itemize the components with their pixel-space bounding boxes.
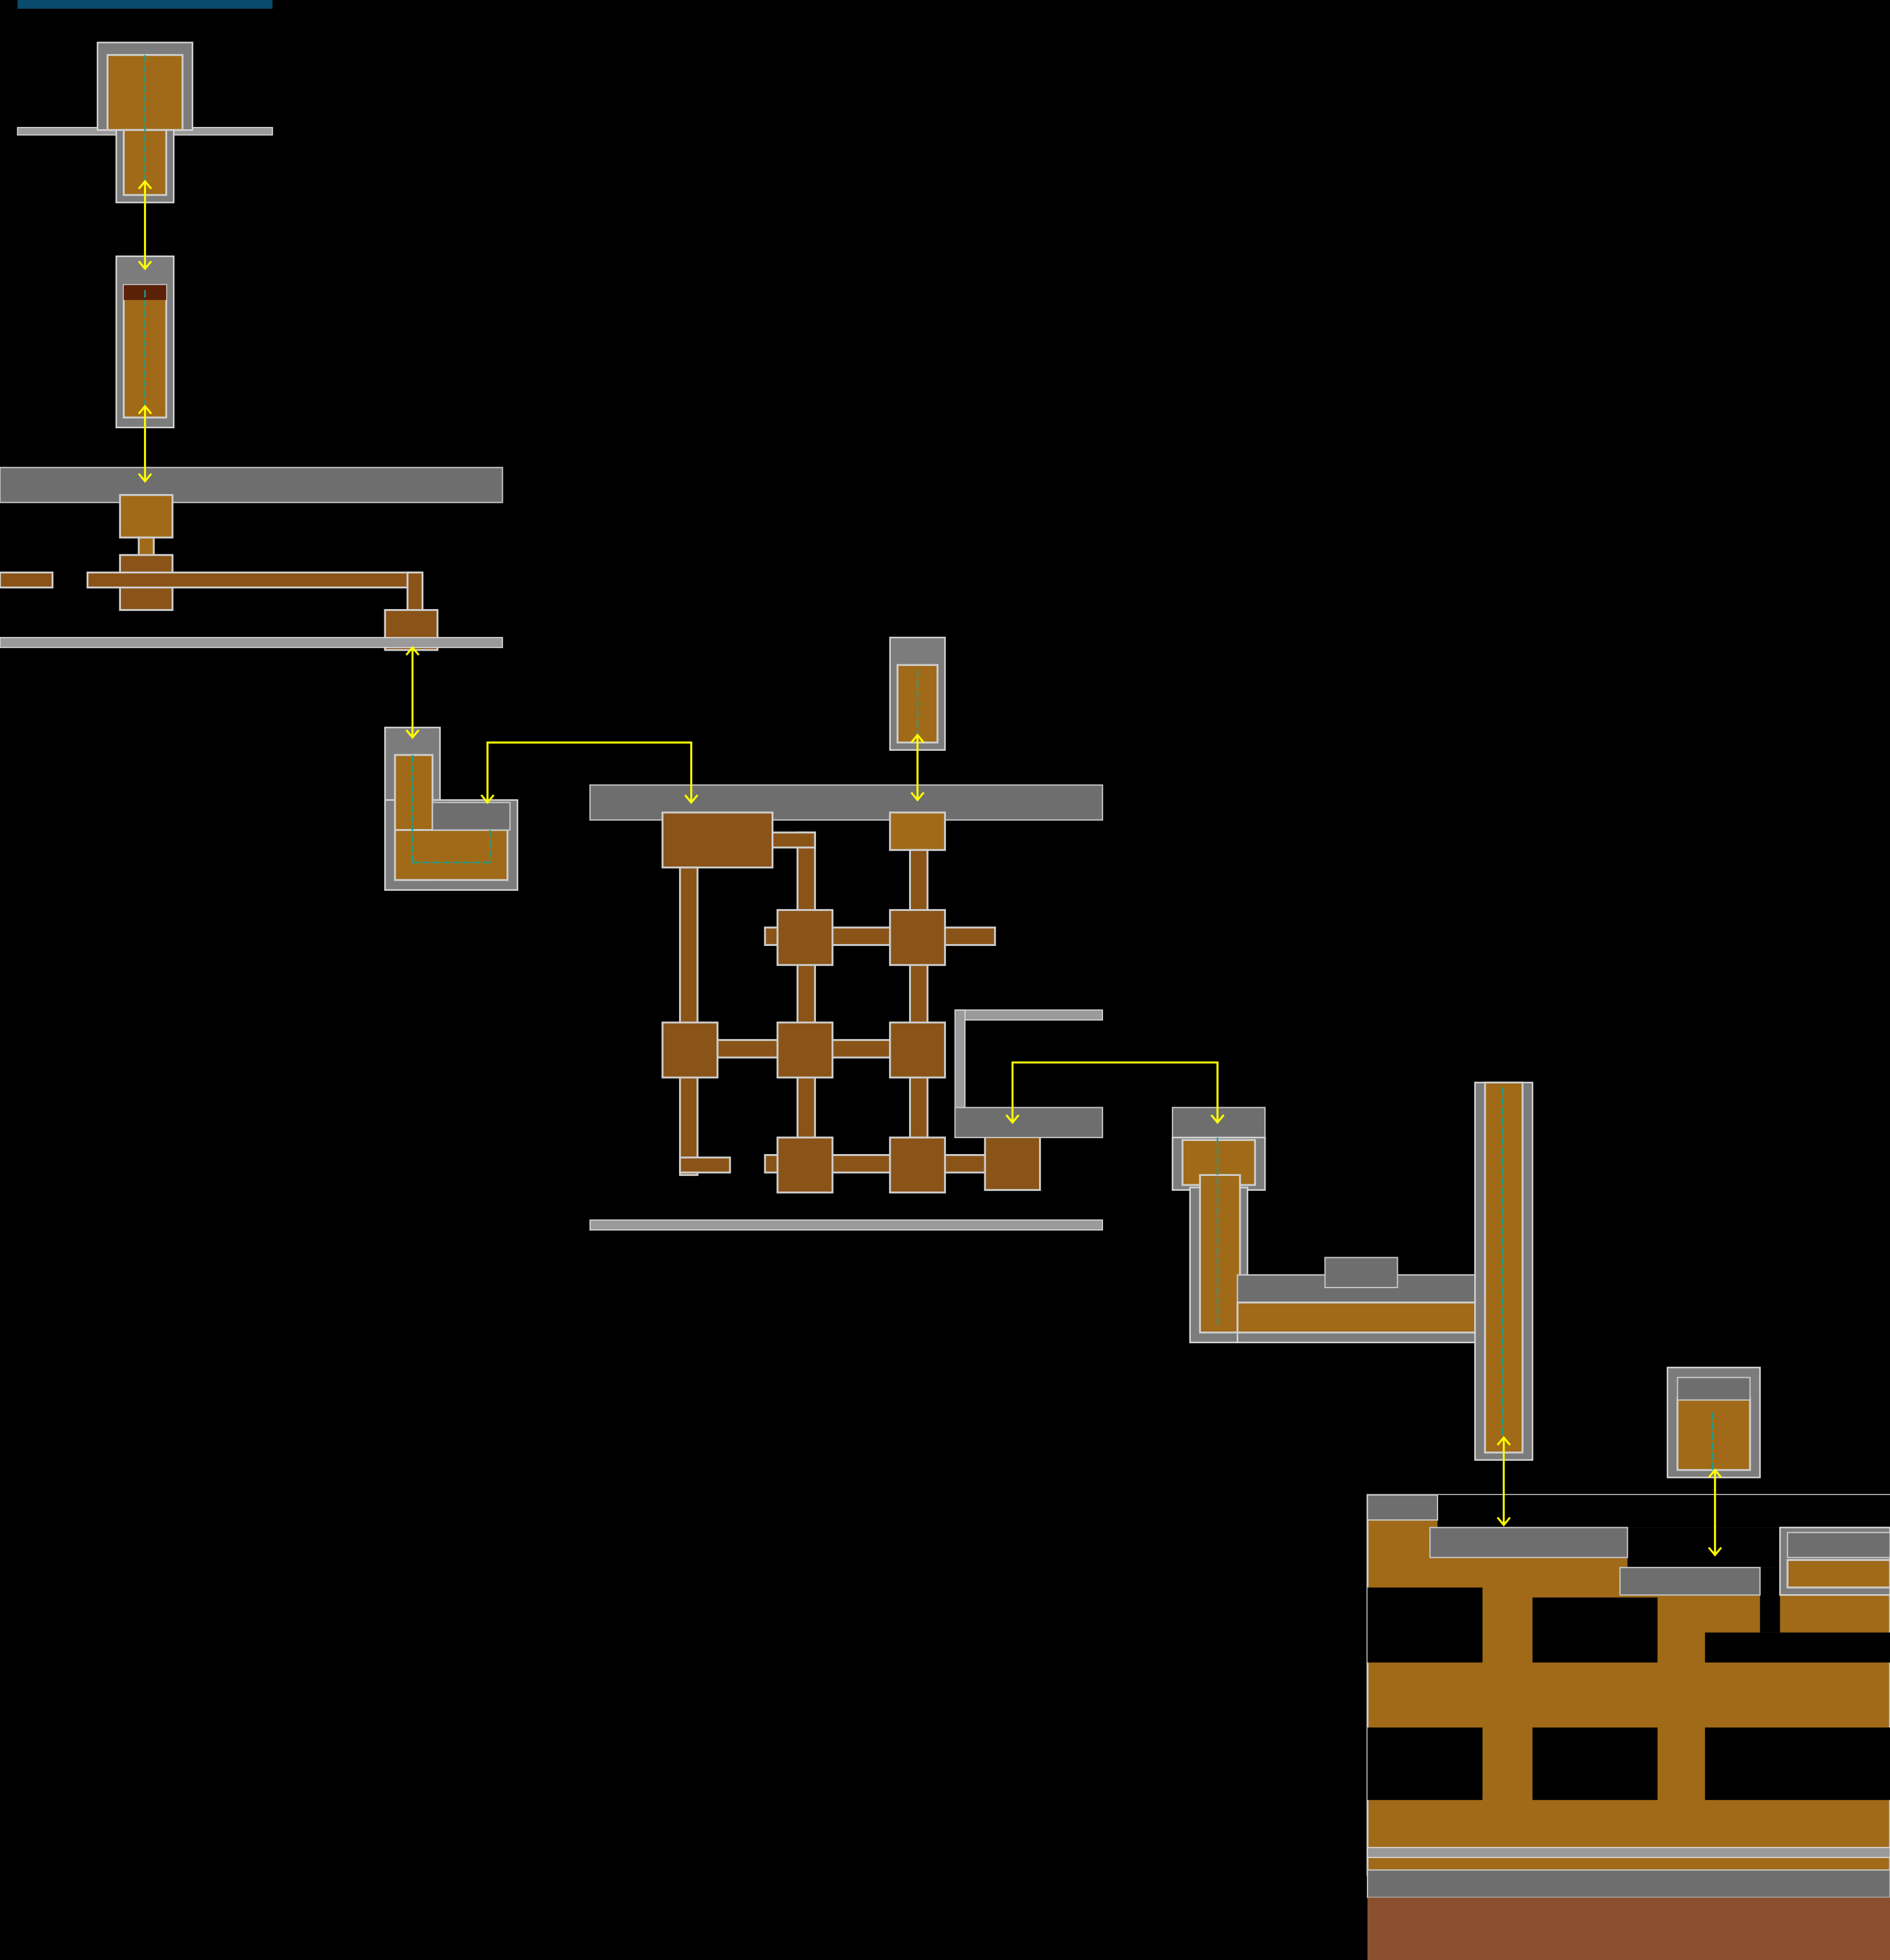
junction-room xyxy=(776,909,834,966)
void xyxy=(1367,1727,1483,1800)
arrowhead-icon xyxy=(1708,1468,1722,1478)
catwalk xyxy=(909,849,929,1176)
junction-room xyxy=(776,1136,834,1194)
void xyxy=(1760,1567,1780,1633)
void xyxy=(1705,1632,1890,1663)
side-room-wall xyxy=(1787,1532,1890,1559)
arrowhead-icon xyxy=(405,729,420,740)
wall-band xyxy=(1619,1567,1761,1596)
wall-band xyxy=(1366,1494,1439,1521)
arrowhead-icon xyxy=(910,733,925,744)
wall-band xyxy=(0,467,503,503)
arrowhead-icon xyxy=(405,646,420,656)
arrowhead-icon xyxy=(1496,1436,1511,1446)
wall-band xyxy=(1172,1107,1266,1141)
arrowhead-icon xyxy=(910,792,925,802)
catwalk-drop xyxy=(406,571,424,616)
grid-entry-room xyxy=(661,811,774,869)
catwalk xyxy=(679,866,699,1176)
side-room-floor xyxy=(1786,1559,1890,1589)
stair-room-floor xyxy=(119,494,174,538)
void xyxy=(1437,1494,1890,1528)
junction-room xyxy=(889,1021,946,1079)
wall-band xyxy=(1429,1526,1628,1559)
arrowhead-icon xyxy=(1005,1114,1020,1124)
void xyxy=(1367,1587,1483,1663)
arrowhead-icon xyxy=(138,179,152,190)
l-room-floor-horizontal xyxy=(394,828,509,881)
l-room-wall xyxy=(432,802,511,831)
catwalk xyxy=(86,571,421,589)
catwalk xyxy=(772,831,816,849)
arrowhead-icon xyxy=(138,473,152,483)
connection-arrow xyxy=(486,741,693,803)
arrowhead-icon xyxy=(138,404,152,415)
catwalk xyxy=(679,1156,731,1174)
junction-room xyxy=(889,909,946,966)
junction-room xyxy=(984,1134,1041,1191)
stone-ledge xyxy=(1366,1869,1890,1898)
junction-room xyxy=(661,1021,719,1079)
junction-room xyxy=(776,1021,834,1079)
void xyxy=(1532,1727,1658,1800)
small-room-wall xyxy=(1677,1376,1751,1401)
ledge-rail xyxy=(954,1009,966,1113)
winding-hall-floor xyxy=(1236,1301,1496,1334)
small-room-floor xyxy=(1677,1396,1751,1471)
winding-corridor-floor xyxy=(1199,1174,1241,1334)
dirt-ground xyxy=(1367,1897,1890,1960)
arrowhead-icon xyxy=(480,794,495,804)
tall-shaft-floor xyxy=(1484,1081,1524,1454)
arrowhead-icon xyxy=(1496,1516,1511,1527)
arrowhead-icon xyxy=(1708,1547,1722,1557)
void xyxy=(1705,1727,1890,1800)
wall-band xyxy=(954,1107,1104,1139)
arrowhead-icon xyxy=(684,794,699,804)
ledge-rail xyxy=(589,1219,1103,1231)
guide-lines-layer xyxy=(144,55,1713,1470)
void xyxy=(1532,1597,1658,1663)
catwalk-stub xyxy=(0,571,54,589)
alcove-wall xyxy=(1324,1257,1398,1289)
arrowhead-icon xyxy=(1210,1114,1225,1124)
connection-arrows-layer xyxy=(138,179,1722,1557)
catwalk xyxy=(796,831,816,1176)
grid-entry-room-2 xyxy=(889,811,946,851)
water-strip xyxy=(17,0,273,9)
arrowhead-icon xyxy=(138,260,152,270)
connection-arrow xyxy=(1011,1061,1219,1123)
ledge-rail xyxy=(954,1009,1103,1021)
junction-room xyxy=(889,1136,946,1194)
ledge-rail xyxy=(1367,1847,1890,1859)
ledge-rail xyxy=(0,637,503,648)
